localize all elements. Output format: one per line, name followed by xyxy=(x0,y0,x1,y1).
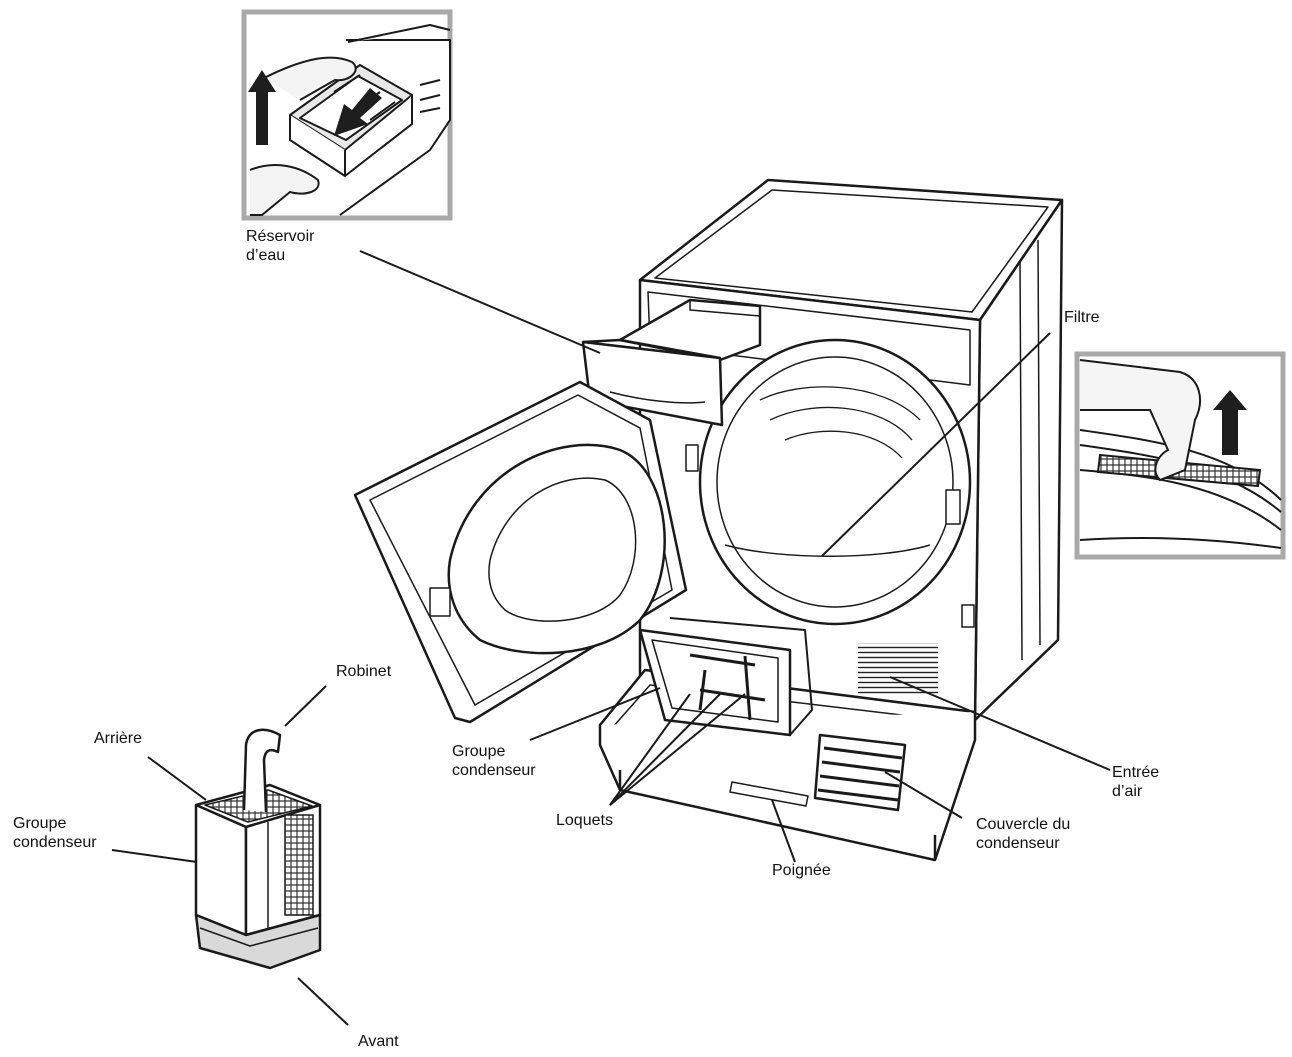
dryer xyxy=(353,178,1064,862)
label-loquets: Loquets xyxy=(556,812,613,829)
filter-inset xyxy=(1074,351,1286,560)
label-robinet: Robinet xyxy=(336,663,392,680)
label-filtre: Filtre xyxy=(1064,309,1100,326)
arrow-up-icon xyxy=(1213,390,1247,455)
leader-lines xyxy=(111,250,1111,1026)
label-reservoir: Réservoir d’eau xyxy=(246,228,315,264)
arrow-up-icon xyxy=(248,70,276,145)
label-groupe-condenseur-left: Groupe condenseur xyxy=(13,815,97,851)
label-groupe-condenseur-center: Groupe condenseur xyxy=(452,743,536,779)
label-poignee: Poignée xyxy=(772,862,831,879)
label-arriere: Arrière xyxy=(94,730,143,747)
reservoir-inset xyxy=(241,9,453,221)
label-avant: Avant xyxy=(358,1033,399,1050)
condenser-unit xyxy=(194,728,322,970)
label-couvercle-condenseur: Couvercle du condenseur xyxy=(976,816,1071,852)
arrow-down-icon xyxy=(334,88,382,136)
label-entree-air: Entrée d’air xyxy=(1112,764,1160,800)
